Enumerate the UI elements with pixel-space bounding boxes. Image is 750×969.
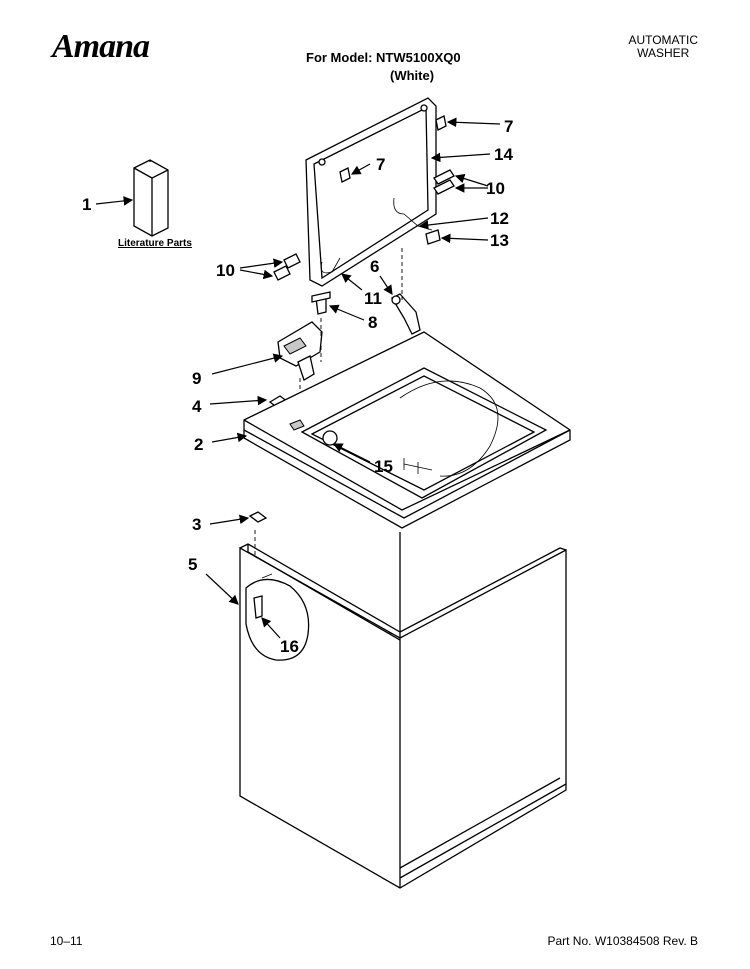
callout-7b: 7: [376, 155, 385, 174]
product-type: AUTOMATIC WASHER: [628, 33, 698, 60]
brand-logo: Amana: [52, 28, 150, 65]
callout-8: 8: [368, 313, 377, 332]
callout-6: 6: [370, 257, 379, 276]
callout-12: 12: [490, 209, 509, 228]
footer-part-number: Part No. W10384508 Rev. B: [547, 934, 698, 948]
washer-lid: [305, 97, 437, 287]
callout-11: 11: [364, 289, 382, 308]
callout-16: 16: [280, 637, 299, 656]
callout-15: 15: [374, 457, 393, 476]
callout-numbers: 1 2 3 4 5 6 7 7 8 9 10 10 11 12 13 14 15…: [82, 117, 513, 656]
callout-10a: 10: [486, 179, 505, 198]
lid-strike-bracket: [391, 293, 421, 335]
callout-14: 14: [494, 145, 513, 164]
lid-switch-assembly: [277, 321, 323, 381]
footer-date-code: 10–11: [50, 934, 83, 948]
literature-booklet: [133, 159, 169, 237]
cabinet-clip: [248, 511, 268, 523]
lid-screws: [273, 115, 455, 281]
model-number: For Model: NTW5100XQ0: [306, 50, 461, 65]
washer-cabinet: [239, 532, 567, 889]
callout-10b: 10: [216, 261, 235, 280]
callout-3: 3: [192, 515, 201, 534]
literature-parts-label: Literature Parts: [118, 238, 192, 249]
cabinet-cutaway: [245, 578, 310, 661]
leader-lines: [95, 117, 501, 639]
callout-1: 1: [82, 195, 91, 214]
callout-2: 2: [194, 435, 203, 454]
callout-5: 5: [188, 555, 197, 574]
callout-9: 9: [192, 369, 201, 388]
callout-7a: 7: [504, 117, 513, 136]
callout-13: 13: [490, 231, 509, 250]
callout-4: 4: [192, 397, 202, 416]
top-cover: [243, 331, 571, 529]
hinge-screw: [311, 291, 331, 315]
model-color: (White): [390, 68, 435, 83]
